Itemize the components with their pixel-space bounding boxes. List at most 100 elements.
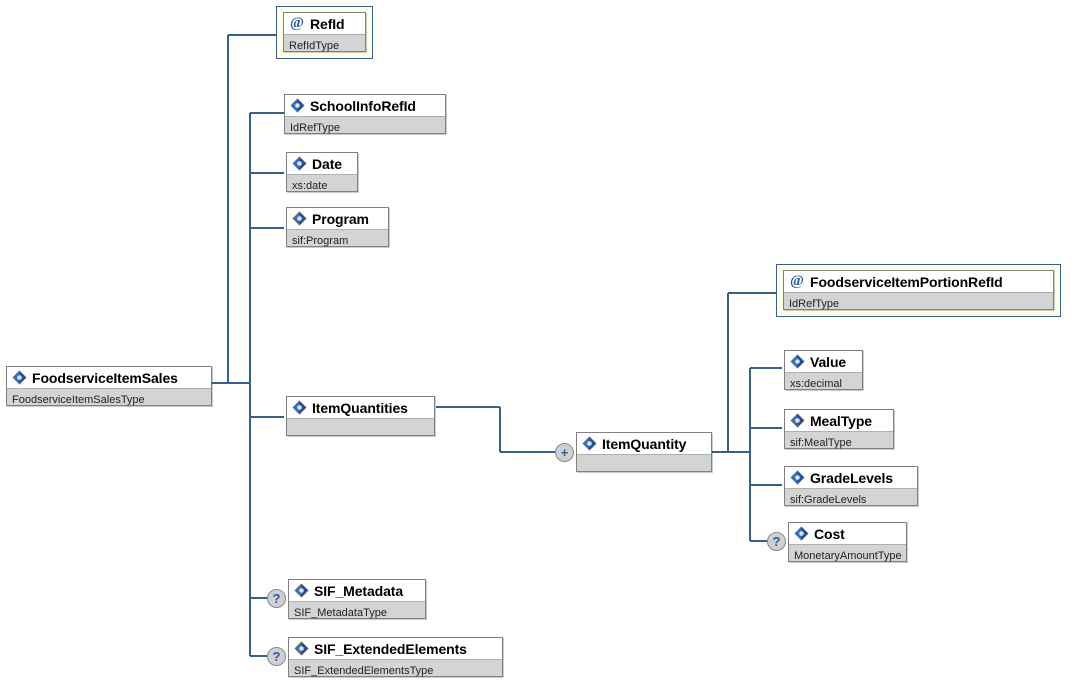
element-icon (790, 413, 805, 428)
plus-marker-label: + (560, 445, 569, 460)
node-item-quantity[interactable]: ItemQuantity (576, 432, 712, 472)
element-typebar: MonetaryAmountType (789, 544, 906, 562)
attribute-name: RefId (310, 15, 345, 32)
element-name: SIF_ExtendedElements (314, 640, 467, 657)
node-value[interactable]: Value xs:decimal (784, 350, 863, 390)
node-foodservice-item-sales[interactable]: FoodserviceItemSales FoodserviceItemSale… (6, 366, 212, 406)
node-program[interactable]: Program sif:Program (286, 207, 389, 247)
element-name: Value (810, 353, 847, 370)
element-namebar: Cost (789, 523, 906, 544)
element-name: FoodserviceItemSales (32, 369, 178, 386)
node-grade-levels[interactable]: GradeLevels sif:GradeLevels (784, 466, 918, 506)
attribute-type: RefIdType (289, 40, 340, 52)
plus-marker-icon[interactable]: + (555, 443, 574, 462)
node-sif-metadata[interactable]: SIF_Metadata SIF_MetadataType (288, 579, 426, 619)
question-marker-icon[interactable]: ? (767, 532, 786, 551)
element-name: MealType (810, 412, 872, 429)
element-typebar: sif:MealType (785, 431, 893, 449)
element-typebar: SIF_ExtendedElementsType (289, 659, 502, 677)
element-name: Date (312, 155, 342, 172)
element-name: Program (312, 210, 369, 227)
element-icon (294, 641, 309, 656)
element-type: sif:GradeLevels (790, 494, 867, 506)
node-sif-extended-elements[interactable]: SIF_ExtendedElements SIF_ExtendedElement… (288, 637, 503, 677)
element-namebar: Program (287, 208, 388, 229)
question-marker-label: ? (272, 591, 281, 606)
element-box[interactable]: SIF_ExtendedElements SIF_ExtendedElement… (288, 637, 503, 677)
element-typebar: xs:date (287, 174, 357, 192)
element-icon (582, 436, 597, 451)
element-name: SIF_Metadata (314, 582, 404, 599)
element-box[interactable]: Value xs:decimal (784, 350, 863, 390)
at-sign-icon: @ (790, 272, 804, 289)
element-type: sif:Program (292, 235, 349, 247)
element-typebar: sif:GradeLevels (785, 488, 917, 506)
question-marker-label: ? (772, 534, 781, 549)
element-box[interactable]: GradeLevels sif:GradeLevels (784, 466, 918, 506)
element-icon (12, 370, 27, 385)
attribute-box[interactable]: @ FoodserviceItemPortionRefId IdRefType (783, 270, 1054, 310)
element-namebar: SchoolInfoRefId (285, 95, 445, 116)
element-box[interactable]: Date xs:date (286, 152, 358, 192)
element-namebar: GradeLevels (785, 467, 917, 488)
element-namebar: Date (287, 153, 357, 174)
element-type: IdRefType (290, 122, 341, 134)
attribute-type: IdRefType (789, 298, 840, 310)
node-meal-type[interactable]: MealType sif:MealType (784, 409, 894, 449)
element-icon (292, 211, 307, 226)
at-sign-icon: @ (290, 14, 304, 31)
element-type: xs:decimal (790, 378, 842, 390)
element-typebar: sif:Program (287, 229, 388, 247)
element-namebar: ItemQuantities (287, 397, 434, 418)
element-box[interactable]: MealType sif:MealType (784, 409, 894, 449)
element-type: FoodserviceItemSalesType (12, 394, 145, 406)
node-school-info-ref-id[interactable]: SchoolInfoRefId IdRefType (284, 94, 446, 134)
node-cost[interactable]: Cost MonetaryAmountType (788, 522, 907, 562)
question-marker-icon[interactable]: ? (267, 647, 286, 666)
node-ref-id[interactable]: @ RefId RefIdType (276, 6, 373, 59)
attribute-frame: @ RefId RefIdType (276, 6, 373, 59)
element-typebar: IdRefType (285, 116, 445, 134)
element-box[interactable]: Cost MonetaryAmountType (788, 522, 907, 562)
element-icon (290, 98, 305, 113)
element-namebar: SIF_ExtendedElements (289, 638, 502, 659)
element-typebar (287, 418, 434, 435)
element-name: ItemQuantities (312, 399, 408, 416)
question-marker-icon[interactable]: ? (267, 589, 286, 608)
element-namebar: Value (785, 351, 862, 372)
element-typebar: SIF_MetadataType (289, 601, 425, 619)
element-namebar: MealType (785, 410, 893, 431)
attribute-box[interactable]: @ RefId RefIdType (283, 12, 366, 52)
element-namebar: FoodserviceItemSales (7, 367, 211, 388)
element-box[interactable]: SchoolInfoRefId IdRefType (284, 94, 446, 134)
element-icon (292, 400, 307, 415)
node-item-quantities[interactable]: ItemQuantities (286, 396, 435, 436)
node-date[interactable]: Date xs:date (286, 152, 358, 192)
element-name: ItemQuantity (602, 435, 687, 452)
element-icon (294, 583, 309, 598)
element-type: SIF_MetadataType (294, 607, 387, 619)
element-box[interactable]: ItemQuantities (286, 396, 435, 436)
node-foodservice-item-portion-ref-id[interactable]: @ FoodserviceItemPortionRefId IdRefType (776, 264, 1061, 317)
element-name: GradeLevels (810, 469, 893, 486)
element-typebar: FoodserviceItemSalesType (7, 388, 211, 406)
element-box[interactable]: ItemQuantity (576, 432, 712, 472)
question-marker-label: ? (272, 649, 281, 664)
element-box[interactable]: SIF_Metadata SIF_MetadataType (288, 579, 426, 619)
attribute-frame: @ FoodserviceItemPortionRefId IdRefType (776, 264, 1061, 317)
element-box[interactable]: Program sif:Program (286, 207, 389, 247)
element-namebar: ItemQuantity (577, 433, 711, 454)
attribute-namebar: @ RefId (284, 13, 365, 34)
element-type: xs:date (292, 180, 328, 192)
element-name: Cost (814, 525, 845, 542)
element-box[interactable]: FoodserviceItemSales FoodserviceItemSale… (6, 366, 212, 406)
element-type: MonetaryAmountType (794, 550, 902, 562)
attribute-typebar: IdRefType (784, 292, 1053, 310)
element-typebar: xs:decimal (785, 372, 862, 390)
element-icon (790, 354, 805, 369)
attribute-namebar: @ FoodserviceItemPortionRefId (784, 271, 1053, 292)
element-typebar (577, 454, 711, 471)
attribute-typebar: RefIdType (284, 34, 365, 52)
